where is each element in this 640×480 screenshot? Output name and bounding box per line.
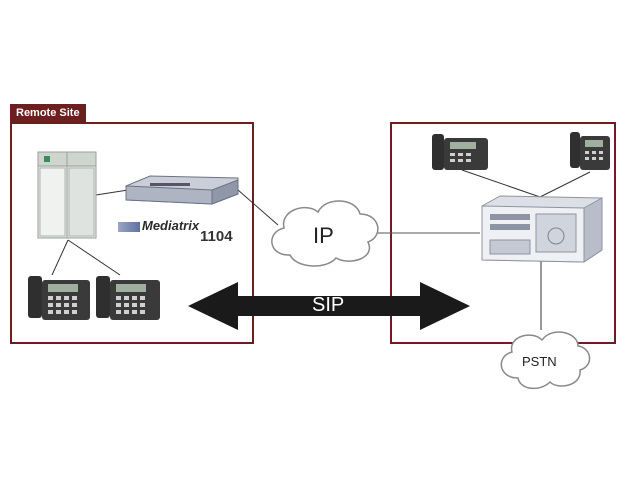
gateway-to-ip-line: [237, 189, 279, 226]
remote-site-label: Remote Site: [10, 104, 86, 122]
phone3-to-server-line: [461, 169, 541, 198]
pstn-cloud-label: PSTN: [522, 354, 557, 369]
pbx-to-gateway-line: [95, 189, 129, 196]
ip-cloud-label: IP: [313, 223, 334, 248]
sip-double-arrow: [188, 282, 470, 330]
pbx-cabinet-icon: [37, 151, 97, 239]
desk-phone-3-icon: [432, 134, 488, 170]
desk-phone-1-icon: [28, 276, 90, 320]
pbx-to-phone1-line: [51, 239, 69, 276]
sip-protocol-label: SIP: [312, 294, 345, 316]
desk-phone-4-icon: [570, 132, 610, 170]
phone4-to-server-line: [539, 171, 591, 198]
pstn-cloud-icon: [500, 331, 591, 390]
brand-swoosh-icon: [118, 221, 140, 232]
gateway-brand-text: Mediatrix: [142, 218, 200, 233]
gateway-brand-label: Mediatrix: [118, 218, 199, 233]
gateway-model-label: 1104: [200, 228, 233, 245]
ip-pbx-server-icon: [481, 195, 603, 263]
ip-cloud-icon: [271, 200, 379, 267]
desk-phone-2-icon: [96, 276, 160, 320]
pbx-to-phone2-line: [67, 239, 121, 276]
mediatrix-gateway-icon: [125, 175, 239, 205]
remote-site-frame: [10, 122, 254, 344]
